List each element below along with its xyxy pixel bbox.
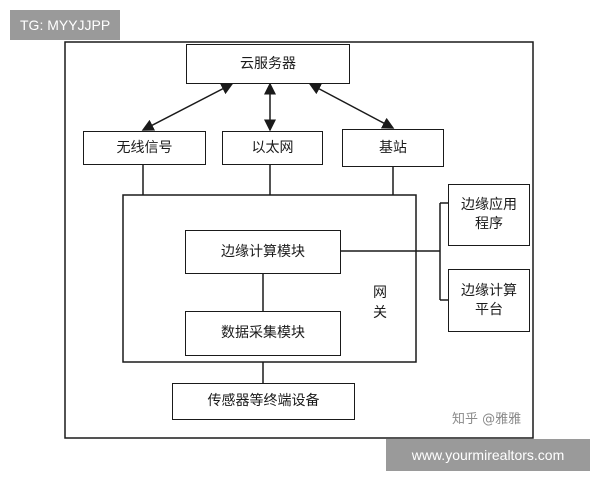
cloud-server-label: 云服务器 <box>240 55 296 72</box>
ethernet-node: 以太网 <box>222 131 323 165</box>
base-station-label: 基站 <box>379 139 407 156</box>
edge-platform-node: 边缘计算平台 <box>448 269 530 332</box>
edge-compute-module-label: 边缘计算模块 <box>221 243 305 260</box>
url-badge: www.yourmirealtors.com <box>386 439 590 471</box>
base-station-node: 基站 <box>342 129 444 167</box>
outer-frame <box>64 41 534 439</box>
ethernet-label: 以太网 <box>251 139 294 156</box>
gateway-label: 网关 <box>373 285 387 321</box>
edge-platform-label: 边缘计算平台 <box>461 282 517 318</box>
arrow-cloud-wireless <box>141 83 234 131</box>
wireless-label: 无线信号 <box>116 139 173 156</box>
edge-compute-module-node: 边缘计算模块 <box>185 230 341 274</box>
url-badge-label: www.yourmirealtors.com <box>411 447 565 463</box>
arrow-cloud-basestation <box>308 83 395 129</box>
edge-app-label: 边缘应用程序 <box>461 197 517 232</box>
sensor-devices-node: 传感器等终端设备 <box>172 383 355 420</box>
gateway-container <box>122 194 417 363</box>
zhihu-watermark: 知乎 @雅雅 <box>452 412 522 427</box>
tg-badge: TG: MYYJJPP <box>10 10 121 40</box>
edge-app-node: 边缘应用程序 <box>448 184 530 246</box>
wireless-node: 无线信号 <box>83 131 206 165</box>
data-acquisition-module-node: 数据采集模块 <box>185 311 341 356</box>
sensor-devices-label: 传感器等终端设备 <box>207 393 320 410</box>
tg-badge-label: TG: MYYJJPP <box>20 17 111 33</box>
cloud-server-node: 云服务器 <box>186 44 350 84</box>
data-acquisition-module-label: 数据采集模块 <box>221 325 305 342</box>
